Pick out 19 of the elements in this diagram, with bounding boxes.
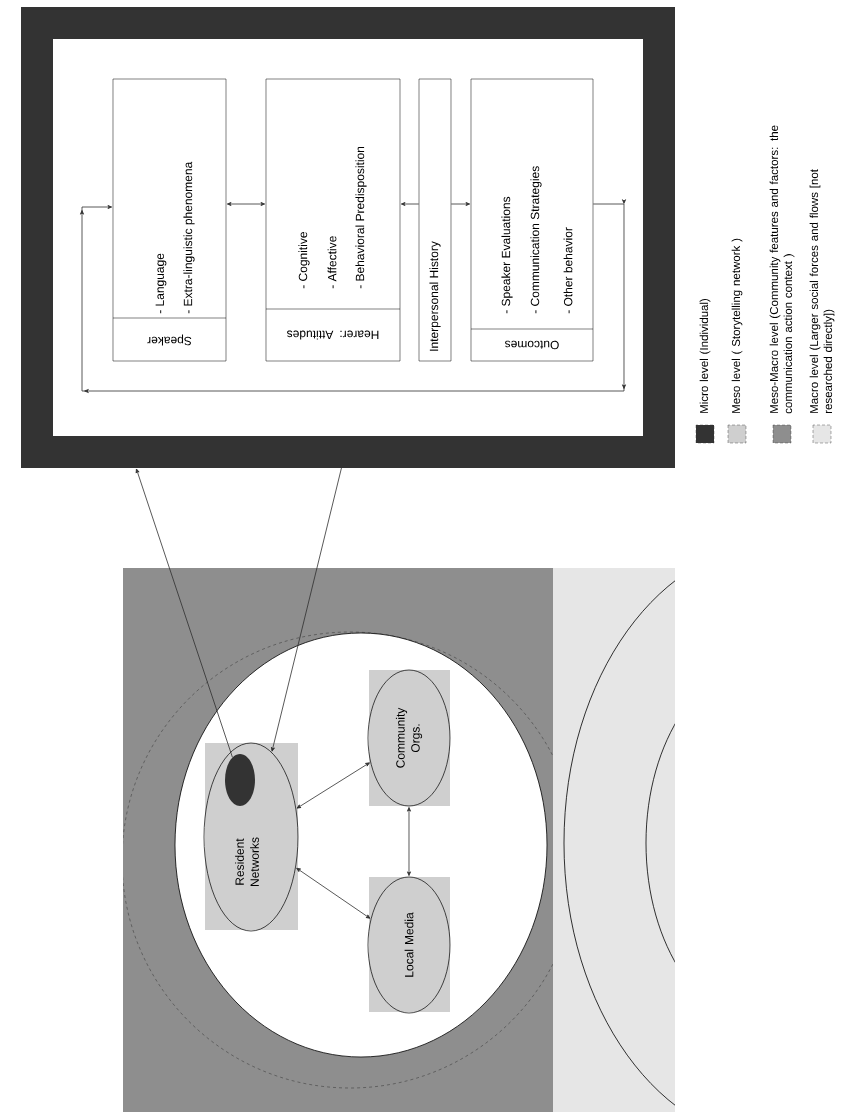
arrow xyxy=(407,807,411,876)
arrow xyxy=(271,467,342,752)
arrow xyxy=(296,867,371,919)
frame-box xyxy=(21,7,675,468)
text-box: Outcomes - Speaker Evaluations - Communication Strategies - Other behavior xyxy=(470,78,594,362)
arrow xyxy=(296,762,370,809)
legend-text: Micro level (Individual) xyxy=(699,298,711,413)
arrow xyxy=(226,202,266,206)
arrow xyxy=(135,468,233,758)
text-box: Speaker - Language - Extra-linguistic phenomena xyxy=(112,78,227,362)
arrow xyxy=(450,202,471,206)
dot xyxy=(225,754,255,806)
arrow xyxy=(80,199,626,393)
legend-text: Meso level ( Storytelling network ) xyxy=(731,238,743,413)
arrow xyxy=(400,202,420,206)
legend-text: Meso-Macro level (Community features and factors: the communication action context ) xyxy=(769,125,795,414)
text-box: Hearer: Attitudes - Cognitive - Affective - Behavioral Predisposition xyxy=(265,78,401,362)
legend-text: Macro level (Larger social forces and flows [not researched directly]) xyxy=(809,169,835,414)
text-box: Interpersonal History xyxy=(418,78,452,362)
